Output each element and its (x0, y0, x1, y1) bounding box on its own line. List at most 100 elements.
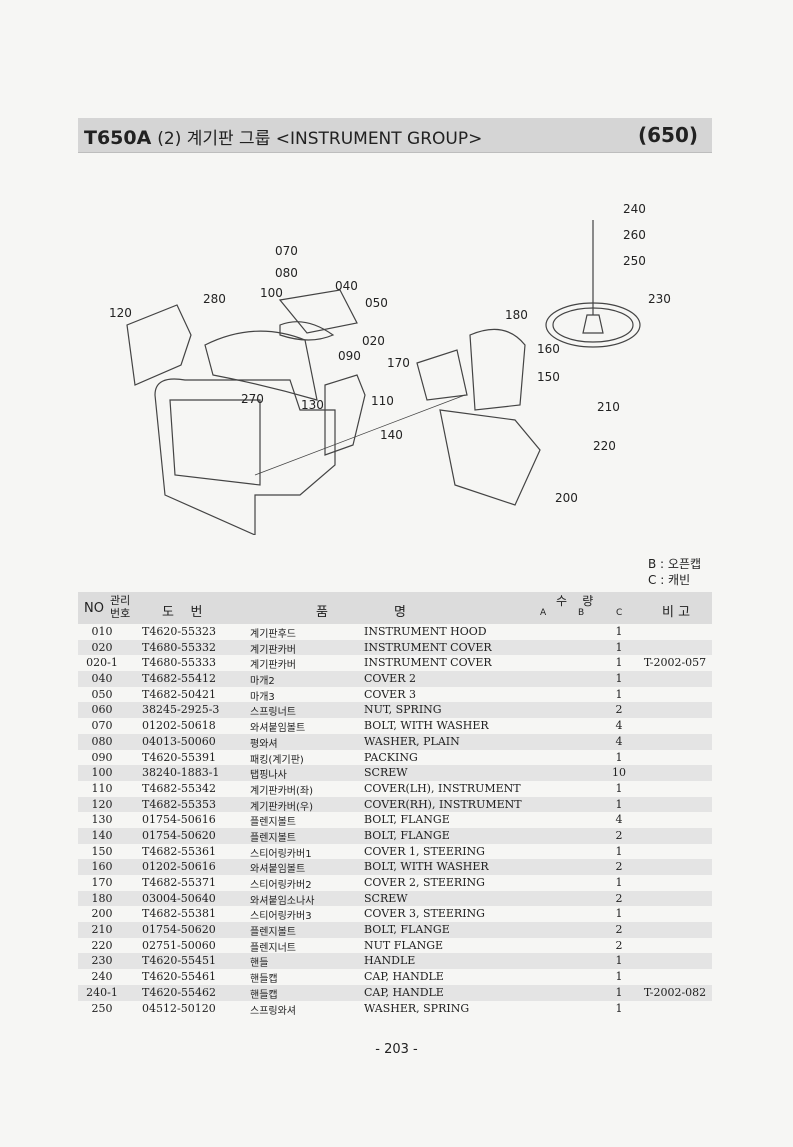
legend-c: C : 캐빈 (648, 573, 691, 587)
cell-qty: 1 (615, 687, 623, 701)
cell-part-number: 01754-50616 (142, 813, 216, 827)
cell-name-en: SCREW (364, 766, 408, 780)
group-code: (650) (637, 123, 698, 147)
cell-part-number: 02751-50060 (142, 938, 216, 952)
header-c: C (616, 608, 623, 618)
callout-230: 230 (648, 292, 671, 306)
callout-180: 180 (505, 308, 528, 322)
cell-qty: 4 (615, 813, 623, 827)
cell-name-ko: 스프링너트 (250, 707, 296, 719)
header-part-no: 도 번 (162, 605, 203, 620)
cell-no: 120 (91, 797, 113, 811)
cell-qty: 2 (615, 891, 623, 905)
cell-qty: 1 (615, 797, 623, 811)
cell-name-en: CAP, HANDLE (364, 985, 444, 999)
steering-cover-1-shape (469, 328, 526, 411)
cell-part-number: 04512-50120 (142, 1001, 216, 1015)
cell-qty: 2 (615, 938, 623, 952)
cell-qty: 1 (615, 672, 623, 686)
callout-200: 200 (555, 491, 578, 505)
cell-qty: 4 (615, 719, 623, 733)
legend: B : 오픈캡 C : 캐빈 (648, 556, 701, 588)
cell-qty: 2 (615, 703, 623, 717)
cell-qty: 1 (615, 954, 623, 968)
header-mgmt: 관리 번호 (110, 594, 131, 620)
cell-name-ko: 스티어링카버2 (250, 880, 312, 891)
cell-no: 020 (91, 640, 113, 654)
cell-no: 110 (91, 781, 113, 795)
callout-020: 020 (362, 334, 385, 348)
callout-220: 220 (593, 439, 616, 453)
cell-no: 160 (91, 860, 113, 874)
cell-name-en: COVER(LH), INSTRUMENT (364, 781, 521, 795)
cell-no: 090 (91, 750, 113, 764)
steering-cover-3-shape (439, 409, 541, 506)
cell-no: 170 (91, 876, 113, 889)
cell-name-ko: 와셔붙임소나사 (250, 895, 315, 907)
cell-part-number: T4620-55462 (142, 985, 217, 999)
callout-160: 160 (537, 342, 560, 356)
cell-qty: 1 (615, 640, 623, 654)
cell-part-number: 01754-50620 (142, 828, 216, 842)
callout-140: 140 (380, 428, 403, 442)
cell-part-number: T4682-55412 (142, 672, 217, 686)
cell-name-ko: 플렌지볼트 (250, 817, 296, 829)
cell-no: 180 (91, 891, 113, 905)
cell-name-ko: 마개2 (250, 676, 275, 688)
callout-110: 110 (371, 394, 394, 408)
cell-name-en: BOLT, FLANGE (364, 923, 450, 937)
cell-name-ko: 스티어링카버3 (250, 911, 312, 923)
page-number: - 203 - (375, 1042, 418, 1057)
cell-no: 220 (91, 938, 113, 952)
header-qty: 수 량 (556, 594, 594, 608)
callout-130: 130 (301, 398, 324, 412)
instrument-hood-shape (204, 330, 318, 401)
cell-name-ko: 플렌지볼트 (250, 927, 296, 939)
cell-part-number: T4682-55371 (142, 876, 217, 889)
cell-note: T-2002-082 (643, 985, 707, 999)
cell-part-number: T4680-55332 (142, 640, 217, 654)
cell-part-number: 01202-50618 (142, 719, 216, 733)
cell-no: 150 (91, 844, 113, 858)
cell-no: 200 (91, 907, 113, 921)
cell-name-en: WASHER, SPRING (364, 1001, 470, 1015)
cell-qty: 1 (615, 907, 623, 921)
main-frame-shape (154, 378, 336, 535)
cell-no: 070 (91, 719, 113, 733)
cell-no: 240-1 (86, 985, 118, 999)
cell-name-ko: 계기판후드 (250, 629, 296, 640)
cell-name-ko: 탭핑나사 (250, 770, 287, 782)
cell-no: 100 (91, 766, 113, 780)
cell-qty: 4 (615, 734, 623, 748)
cell-name-en: COVER(RH), INSTRUMENT (364, 797, 522, 811)
cell-name-ko: 스티어링카버1 (250, 848, 312, 860)
cell-name-en: COVER 2, STEERING (364, 876, 485, 889)
cell-part-number: T4682-50421 (142, 687, 217, 701)
cell-no: 250 (91, 1001, 113, 1015)
callout-240: 240 (623, 202, 646, 216)
cell-name-en: BOLT, WITH WASHER (364, 860, 489, 874)
cell-name-ko: 플렌지볼트 (250, 832, 296, 844)
header-note: 비 고 (662, 605, 691, 620)
header-no: NO (84, 601, 104, 616)
callout-070: 070 (275, 244, 298, 258)
cell-no: 240 (91, 970, 113, 984)
cell-no: 210 (91, 923, 113, 937)
header-a: A (540, 608, 547, 618)
group-name: (2) 계기판 그룹 <INSTRUMENT GROUP> (157, 129, 483, 149)
cell-part-number: T4620-55451 (142, 954, 217, 968)
callout-280: 280 (203, 292, 226, 306)
cell-part-number: 38245-2925-3 (142, 703, 220, 717)
